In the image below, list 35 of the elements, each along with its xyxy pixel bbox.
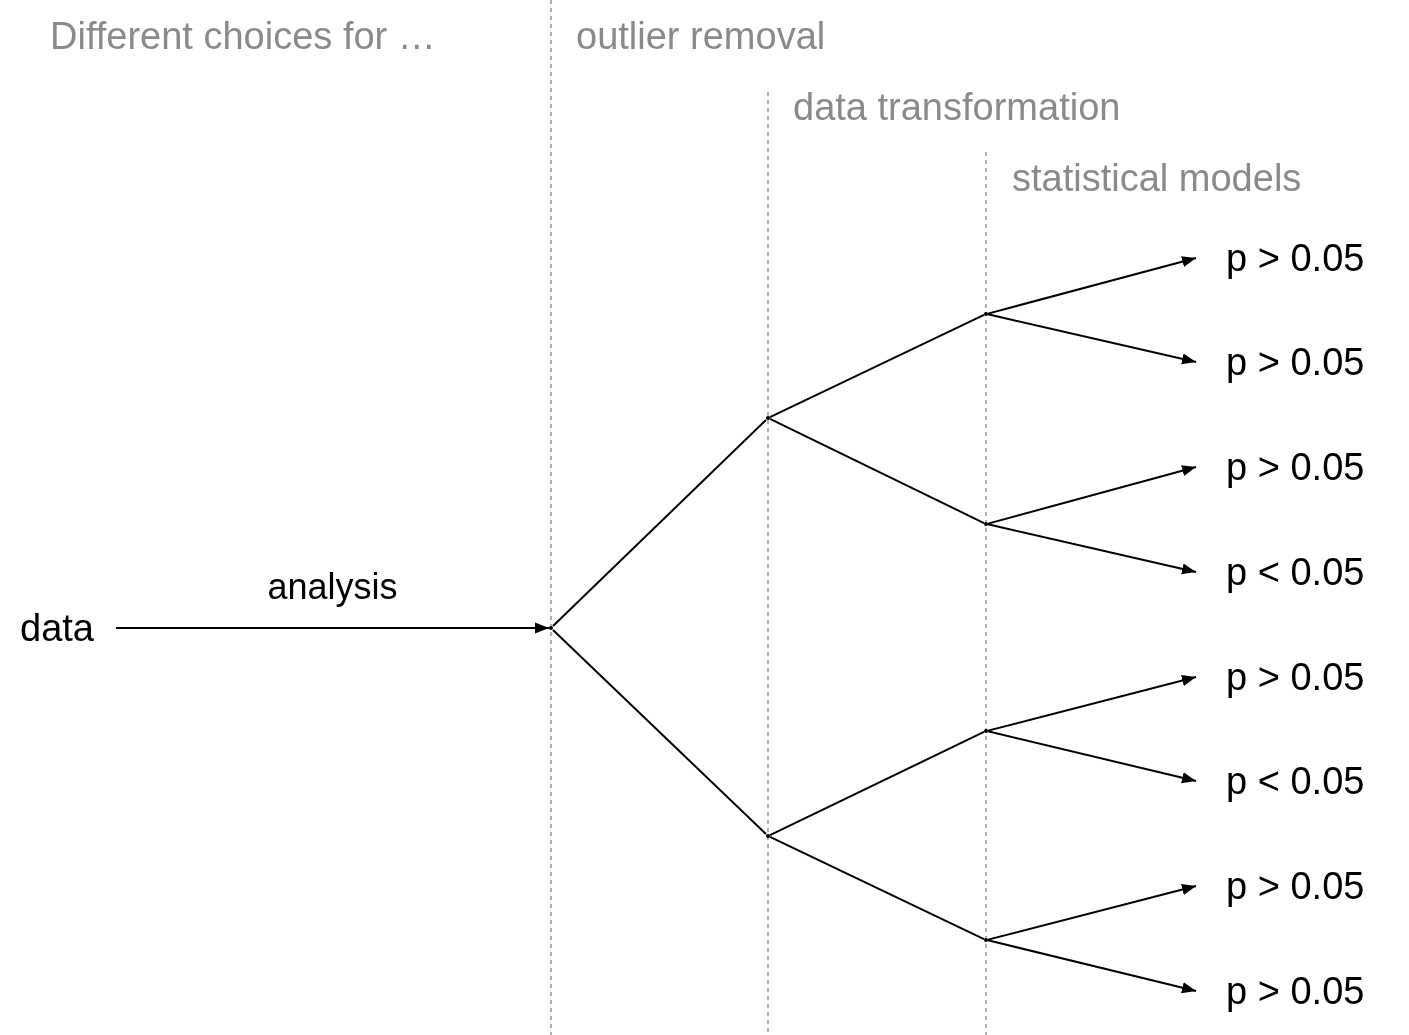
junction-dot <box>984 522 988 526</box>
column-heading: statistical models <box>1012 156 1302 201</box>
junction-dot <box>984 729 988 733</box>
branch-line <box>552 628 767 836</box>
branch-line <box>769 417 985 525</box>
branch-line <box>769 730 985 837</box>
column-heading: outlier removal <box>576 14 826 59</box>
junction-dot <box>984 312 988 316</box>
column-heading: data transformation <box>793 85 1121 130</box>
node-label: p < 0.05 <box>1226 549 1365 595</box>
node-label: p > 0.05 <box>1226 444 1365 490</box>
node-label: p > 0.05 <box>1226 654 1365 700</box>
junction-dot <box>984 938 988 942</box>
node-label: data <box>20 605 94 651</box>
arrow <box>987 939 1197 994</box>
branch-line <box>769 835 985 941</box>
junction-dot <box>766 416 770 420</box>
junction-dot <box>766 834 770 838</box>
node-label: p < 0.05 <box>1226 758 1365 804</box>
arrow <box>987 465 1197 525</box>
arrow <box>987 523 1197 575</box>
node-label: p > 0.05 <box>1226 235 1365 281</box>
arrow <box>987 730 1197 784</box>
arrow <box>987 313 1197 365</box>
junction-dot <box>549 626 553 630</box>
branch-line <box>769 313 985 419</box>
arrow <box>987 884 1197 941</box>
branch-line <box>552 418 767 628</box>
column-heading: Different choices for … <box>50 14 436 59</box>
arrow <box>987 256 1197 315</box>
node-label: p > 0.05 <box>1226 339 1365 385</box>
arrow <box>114 622 550 634</box>
node-label: p > 0.05 <box>1226 968 1365 1014</box>
arrow <box>987 675 1197 732</box>
node-label: p > 0.05 <box>1226 863 1365 909</box>
